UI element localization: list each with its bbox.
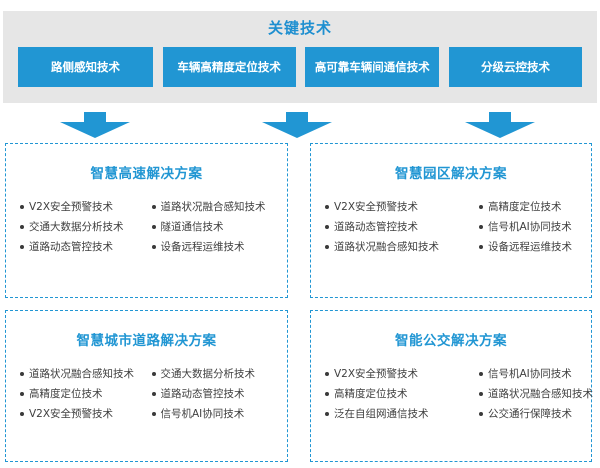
- solution-title: 智慧城市道路解决方案: [76, 333, 217, 349]
- bullet-dot-icon: [325, 205, 329, 209]
- bullet-dot-icon: [479, 392, 483, 396]
- list-item-label: 道路状况融合感知技术: [334, 241, 439, 253]
- list-item-label: 道路状况融合感知技术: [29, 368, 134, 380]
- solution-box-smart-highway[interactable]: 智慧高速解决方案 V2X安全预警技术 道路状况融合感知技术 交通大数据分析技术 …: [5, 143, 288, 298]
- list-item: V2X安全预警技术: [325, 367, 475, 381]
- key-technology-chip-row: 路侧感知技术 车辆高精度定位技术 高可靠车辆间通信技术 分级云控技术: [18, 47, 582, 87]
- solution-box-smart-city-road[interactable]: 智慧城市道路解决方案 道路状况融合感知技术 交通大数据分析技术 高精度定位技术 …: [5, 310, 288, 462]
- list-item: 道路动态管控技术: [325, 220, 475, 234]
- list-item: 道路状况融合感知技术: [151, 200, 280, 214]
- list-item-label: 高精度定位技术: [488, 201, 562, 213]
- bullet-dot-icon: [151, 372, 156, 376]
- list-item-label: 高精度定位技术: [334, 388, 408, 400]
- bullet-dot-icon: [20, 225, 24, 229]
- list-item-label: 设备远程运维技术: [160, 241, 245, 253]
- list-item: 道路状况融合感知技术: [325, 240, 475, 254]
- list-item: 隧道通信技术: [151, 220, 280, 234]
- bullet-dot-icon: [20, 245, 24, 249]
- bullet-dot-icon: [479, 412, 483, 416]
- solution-title: 智慧园区解决方案: [395, 166, 507, 182]
- bullet-dot-icon: [151, 392, 156, 396]
- solution-box-smart-bus[interactable]: 智能公交解决方案 V2X安全预警技术 信号机AI协同技术 高精度定位技术 道路状…: [310, 310, 593, 462]
- list-item: 交通大数据分析技术: [151, 367, 280, 381]
- list-item-label: V2X安全预警技术: [29, 408, 114, 420]
- list-item-label: 道路动态管控技术: [29, 241, 113, 253]
- bullet-dot-icon: [151, 245, 156, 249]
- list-item-label: 道路动态管控技术: [334, 221, 418, 233]
- list-item: 信号机AI协同技术: [479, 367, 593, 381]
- list-item-label: 交通大数据分析技术: [160, 368, 256, 380]
- solution-title: 智慧高速解决方案: [90, 166, 203, 182]
- list-item: 道路动态管控技术: [20, 240, 148, 254]
- chip-hierarchical-cloud-control[interactable]: 分级云控技术: [448, 47, 582, 87]
- solution-box-smart-park[interactable]: 智慧园区解决方案 V2X安全预警技术 高精度定位技术 道路动态管控技术 信号机A…: [310, 143, 592, 298]
- list-item: 道路动态管控技术: [151, 387, 280, 401]
- bullet-dot-icon: [325, 412, 329, 416]
- bullet-dot-icon: [151, 225, 156, 229]
- list-item: 道路状况融合感知技术: [479, 387, 593, 401]
- list-item-label: V2X安全预警技术: [334, 201, 419, 213]
- bullet-dot-icon: [151, 205, 156, 209]
- list-item: 道路状况融合感知技术: [20, 367, 148, 381]
- list-item: V2X安全预警技术: [20, 200, 148, 214]
- bullet-dot-icon: [20, 392, 24, 396]
- chip-roadside-sensing[interactable]: 路侧感知技术: [18, 47, 153, 87]
- list-item-label: 信号机AI协同技术: [488, 221, 572, 233]
- list-item-label: 隧道通信技术: [160, 221, 224, 233]
- list-item: V2X安全预警技术: [20, 407, 148, 421]
- chip-high-reliability-v2v-communication[interactable]: 高可靠车辆间通信技术: [305, 47, 440, 87]
- list-item: 高精度定位技术: [325, 387, 475, 401]
- list-item: 设备远程运维技术: [151, 240, 280, 254]
- bullet-dot-icon: [325, 225, 329, 229]
- list-item-label: 道路动态管控技术: [160, 388, 245, 400]
- bullet-dot-icon: [20, 412, 24, 416]
- bullet-dot-icon: [151, 412, 156, 416]
- list-item-label: 道路状况融合感知技术: [488, 388, 593, 400]
- down-arrow-icon-2: [262, 112, 332, 138]
- bullet-dot-icon: [325, 245, 329, 249]
- list-item-label: V2X安全预警技术: [29, 201, 114, 213]
- list-item-label: 公交通行保障技术: [488, 408, 572, 420]
- technology-list: V2X安全预警技术 高精度定位技术 道路动态管控技术 信号机AI协同技术 道路状…: [325, 200, 583, 254]
- solution-title: 智能公交解决方案: [395, 333, 507, 349]
- technology-list: 道路状况融合感知技术 交通大数据分析技术 高精度定位技术 道路动态管控技术 V2…: [20, 367, 279, 421]
- bullet-dot-icon: [20, 205, 24, 209]
- bullet-dot-icon: [325, 392, 329, 396]
- list-item: 泛在自组网通信技术: [325, 407, 475, 421]
- list-item: 高精度定位技术: [479, 200, 583, 214]
- solution-box-grid: 智慧高速解决方案 V2X安全预警技术 道路状况融合感知技术 交通大数据分析技术 …: [5, 143, 593, 462]
- list-item-label: 交通大数据分析技术: [29, 221, 124, 233]
- list-item: 信号机AI协同技术: [479, 220, 583, 234]
- list-item-label: 道路状况融合感知技术: [160, 201, 266, 213]
- list-item: 高精度定位技术: [20, 387, 148, 401]
- down-arrow-icon-3: [465, 112, 535, 138]
- bullet-dot-icon: [479, 372, 483, 376]
- bullet-dot-icon: [20, 372, 24, 376]
- down-arrow-icon-1: [60, 112, 130, 138]
- bullet-dot-icon: [479, 245, 483, 249]
- page-title: 关键技术: [267, 19, 332, 37]
- list-item-label: 信号机AI协同技术: [488, 368, 572, 380]
- bullet-dot-icon: [479, 225, 483, 229]
- technology-list: V2X安全预警技术 信号机AI协同技术 高精度定位技术 道路状况融合感知技术 泛…: [325, 367, 593, 421]
- list-item: 信号机AI协同技术: [151, 407, 280, 421]
- list-item: 公交通行保障技术: [479, 407, 593, 421]
- list-item-label: 信号机AI协同技术: [160, 408, 245, 420]
- bullet-dot-icon: [325, 372, 329, 376]
- chip-vehicle-high-precision-positioning[interactable]: 车辆高精度定位技术: [162, 47, 296, 87]
- list-item: 交通大数据分析技术: [20, 220, 148, 234]
- list-item-label: 高精度定位技术: [29, 388, 103, 400]
- bullet-dot-icon: [479, 205, 483, 209]
- list-item: V2X安全预警技术: [325, 200, 475, 214]
- list-item-label: 设备远程运维技术: [488, 241, 572, 253]
- list-item-label: V2X安全预警技术: [334, 368, 419, 380]
- list-item-label: 泛在自组网通信技术: [334, 408, 429, 420]
- list-item: 设备远程运维技术: [479, 240, 583, 254]
- key-technology-panel: 关键技术 路侧感知技术 车辆高精度定位技术 高可靠车辆间通信技术 分级云控技术: [3, 11, 597, 103]
- technology-list: V2X安全预警技术 道路状况融合感知技术 交通大数据分析技术 隧道通信技术 道路…: [20, 200, 279, 254]
